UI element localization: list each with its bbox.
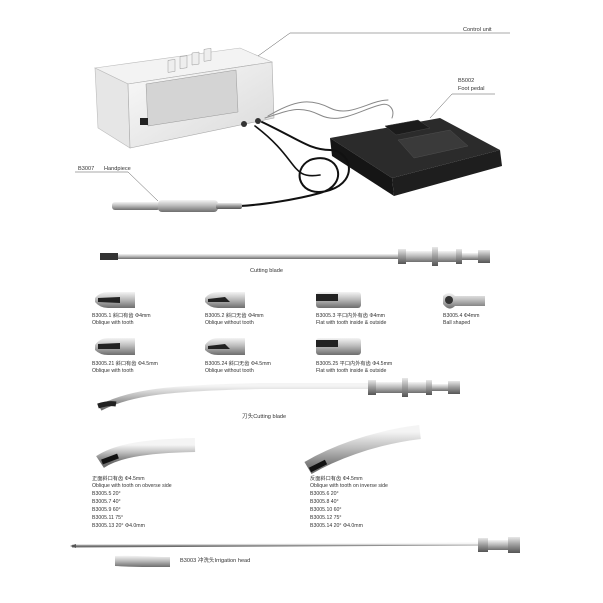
curved-right-row: B3005.12 75° (310, 515, 342, 521)
tip-desc: Oblique without tooth (205, 320, 254, 326)
handpiece-label: Handpiece (104, 166, 131, 172)
control-unit-label: Control unit (463, 27, 492, 33)
curved-left-row: B3005.13 20° Φ4.0mm (92, 523, 145, 529)
tip-thumbnails-row2 (95, 338, 361, 355)
tip-code: B3005.25 平口内外有齿 Φ4.5mm (316, 361, 393, 367)
tip-desc: Flat with tooth inside & outside (316, 368, 387, 374)
curved-left-row: B3005.9 60° (92, 507, 121, 513)
leader-lines (75, 32, 510, 202)
tip-thumbnails-row1 (95, 292, 485, 309)
tip-code: B3005.24 斜口无齿 Φ4.5mm (205, 361, 271, 367)
tip-desc: Ball shaped (443, 320, 471, 326)
handpiece-code: B3007 (78, 166, 95, 172)
curved-cutting-blade-image (97, 378, 460, 411)
tip-desc: Oblique without tooth (205, 368, 254, 374)
tip-code: B3005.4 Φ4mm (443, 313, 480, 319)
curved-right-title: 反面斜口有齿 Φ4.5mm (310, 476, 363, 482)
curved-left-title: 正面斜口有齿 Φ4.5mm (92, 476, 145, 482)
tip-code: B3005.2 斜口无齿 Φ4mm (205, 313, 264, 319)
foot-pedal-code: B5002 (458, 78, 475, 84)
curved-left-subtitle: Oblique with tooth on obverse side (92, 483, 172, 489)
tip-code: B3005.3 平口内外有齿 Φ4mm (316, 313, 386, 319)
curved-right-row: B3005.8 40° (310, 499, 339, 505)
curved-left-row: B3005.5 20° (92, 491, 121, 497)
curved-left-row: B3005.11 75° (92, 515, 124, 521)
tip-desc: Oblique with tooth (92, 320, 134, 326)
tip-code: B3005.1 斜口有齿 Φ4mm (92, 313, 151, 319)
cutting-blade-image (100, 247, 490, 266)
cables (239, 99, 394, 207)
irrigation-head-label: B3003 冲洗头Irrigation head (180, 558, 251, 564)
curved-right-row: B3005.10 60° (310, 507, 342, 513)
tip-desc: Oblique with tooth (92, 368, 134, 374)
tip-desc: Flat with tooth inside & outside (316, 320, 387, 326)
curved-tip-closeup-left (96, 438, 196, 468)
curved-blade-label: 刀头Cutting blade (242, 414, 287, 420)
curved-tip-closeup-right (304, 425, 421, 475)
foot-pedal-label: Foot pedal (458, 86, 485, 92)
irrigation-head-image (70, 537, 520, 567)
curved-right-subtitle: Oblique with tooth on inverse side (310, 483, 388, 489)
curved-right-row: B3005.14 20° Φ4.0mm (310, 523, 363, 529)
cutting-blade-label: Cutting blade (250, 268, 283, 274)
curved-right-row: B3005.6 20° (310, 491, 339, 497)
foot-pedal-image (330, 118, 502, 196)
curved-left-row: B3005.7 40° (92, 499, 121, 505)
handpiece-image (112, 200, 242, 212)
control-unit-image (93, 47, 275, 149)
tip-code: B3005.21 斜口有齿 Φ4.5mm (92, 361, 158, 367)
